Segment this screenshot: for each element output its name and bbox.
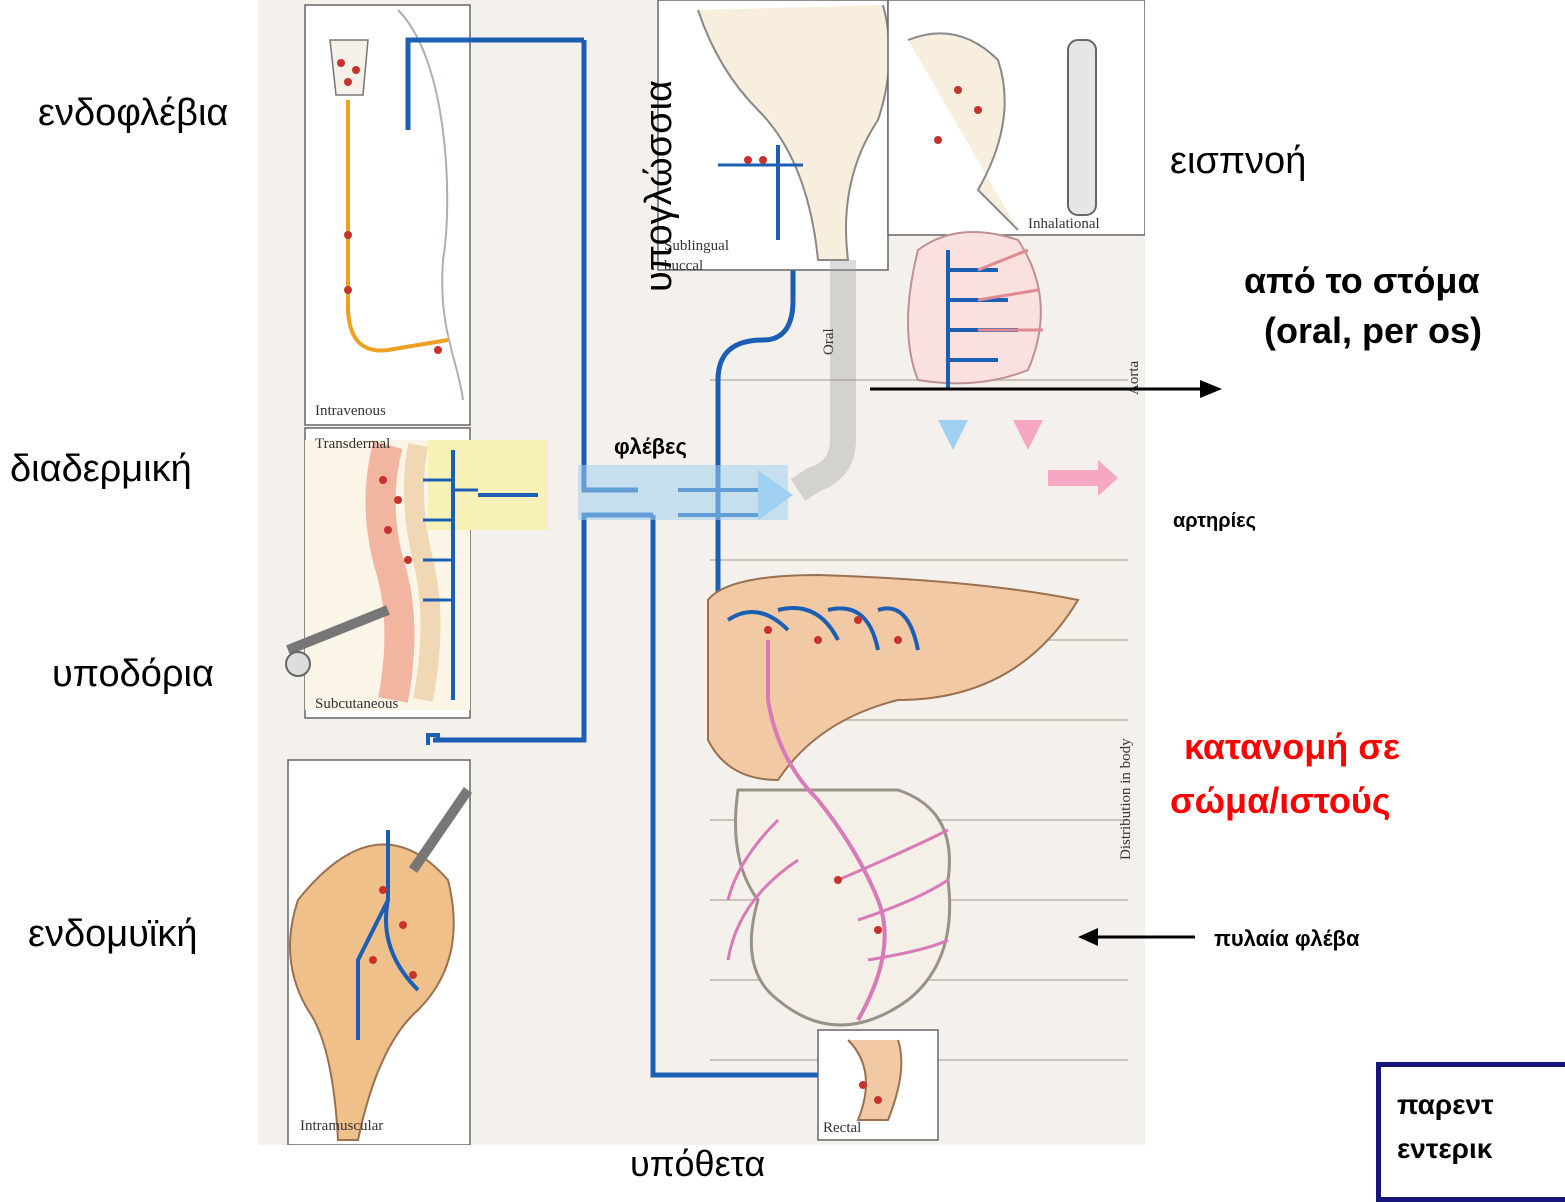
box-line1: παρεντ xyxy=(1397,1083,1565,1127)
portal-pointer-arrowhead xyxy=(1078,928,1098,946)
oral-pointer-arrowhead xyxy=(1200,380,1222,398)
parenteral-enteral-box: παρεντ εντερικ xyxy=(1376,1062,1565,1202)
box-line2: εντερικ xyxy=(1397,1127,1565,1171)
